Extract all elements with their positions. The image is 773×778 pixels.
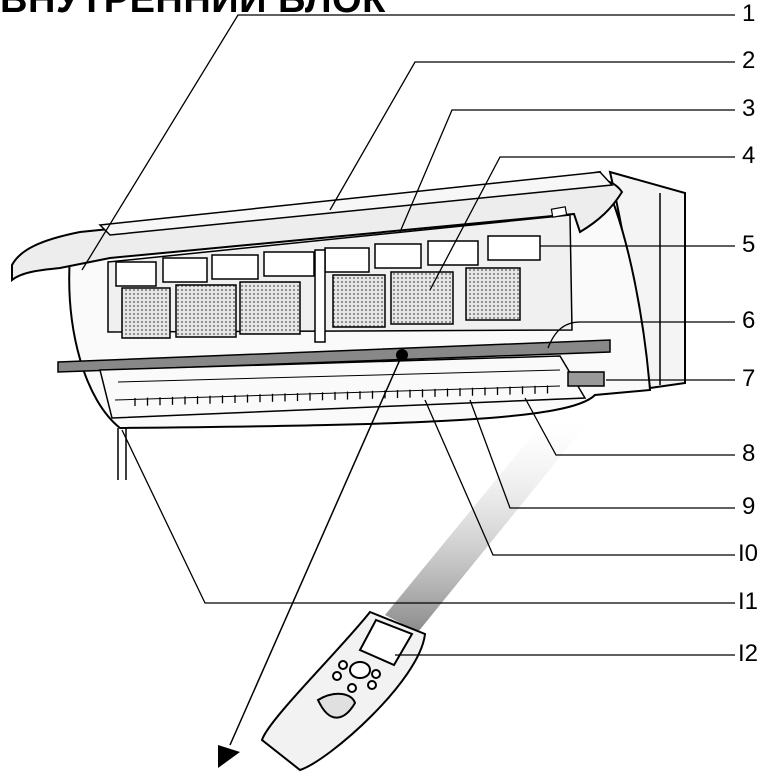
- diagram-title: ВНУТРЕННИЙ БЛОК: [0, 0, 386, 21]
- drain-pipe: [117, 428, 127, 480]
- callout-8: 8: [742, 440, 756, 467]
- callout-6: 6: [742, 307, 756, 334]
- callout-2: 2: [742, 47, 756, 74]
- callout-7: 7: [742, 365, 756, 392]
- callout-11: I1: [738, 588, 759, 615]
- ir-beam: [385, 420, 590, 632]
- callout-10: I0: [738, 540, 759, 567]
- panel-indicator: [550, 206, 568, 218]
- grille-slats: [115, 235, 541, 287]
- display-window: [567, 371, 605, 387]
- callout-9: 9: [742, 493, 756, 520]
- air-outlet-bar: [57, 339, 611, 373]
- callout-3: 3: [742, 95, 756, 122]
- sensor-dot: [396, 349, 408, 361]
- callout-5: 5: [742, 231, 756, 258]
- callout-1: 1: [742, 0, 756, 27]
- callout-4: 4: [742, 142, 756, 169]
- arrow-head: [218, 745, 240, 768]
- leader-lines: [81, 14, 735, 656]
- front-panel: [11, 178, 624, 283]
- horizontal-flap: [99, 355, 587, 419]
- remote-control: [260, 610, 427, 772]
- airflow-arrow: [229, 354, 403, 746]
- callout-12: I2: [738, 640, 759, 667]
- air-filters: [121, 267, 521, 339]
